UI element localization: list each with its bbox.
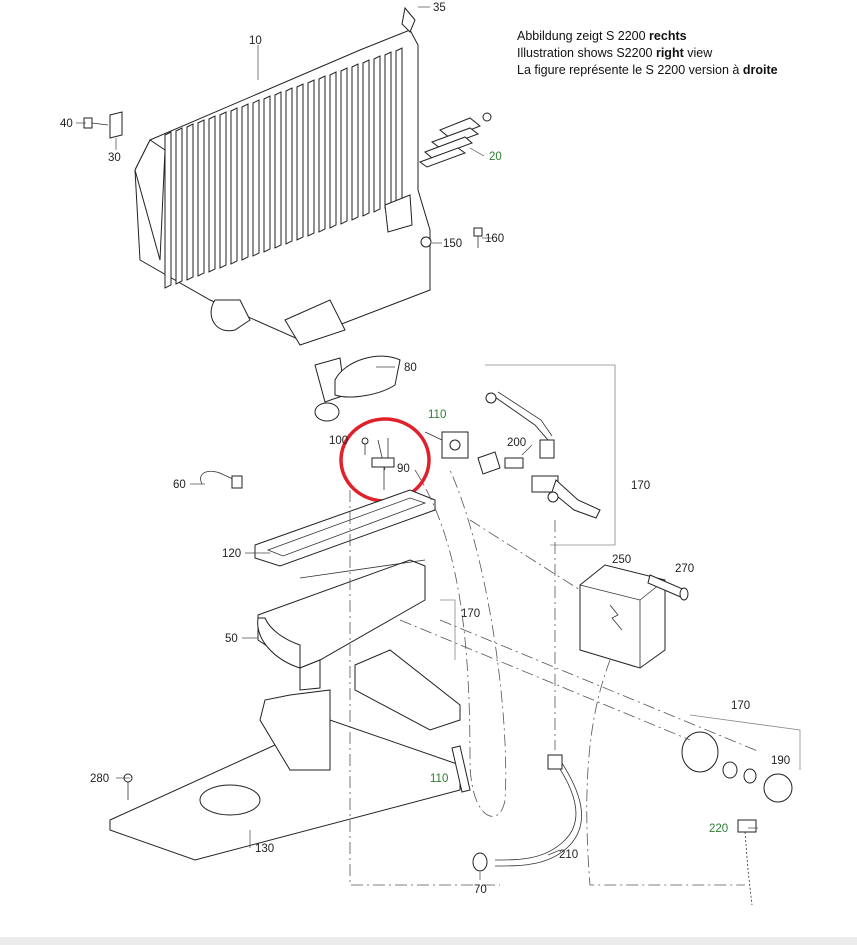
- label-110-lower: 110: [430, 773, 448, 785]
- cooling-fin: [384, 51, 392, 209]
- screw-part-160: [473, 227, 483, 248]
- cooling-fin: [373, 55, 381, 213]
- nut-part-150: [420, 236, 432, 248]
- label-170-upper: 170: [631, 480, 650, 492]
- label-280: 280: [90, 773, 109, 785]
- cooling-fin: [197, 119, 205, 277]
- label-190: 190: [771, 755, 790, 767]
- cooling-fin: [175, 127, 183, 285]
- thermocouple-connector-part-110: [424, 431, 469, 459]
- cooling-fin: [307, 79, 315, 237]
- label-220: 220: [709, 823, 728, 835]
- cooling-fin: [164, 131, 172, 289]
- cooling-fin: [252, 99, 260, 257]
- routing-line-6: [469, 519, 581, 591]
- cooling-fin: [296, 83, 304, 241]
- cooling-fin: [263, 95, 271, 253]
- ignition-electrode-part-90: [371, 438, 395, 490]
- gas-pipe-part-210: [494, 754, 582, 867]
- cooling-fin: [329, 71, 337, 229]
- label-110-upper: 110: [428, 409, 446, 421]
- illustration-caption: Abbildung zeigt S 2200 rechts Illustrati…: [517, 28, 778, 79]
- cooling-fin: [274, 91, 282, 249]
- label-120: 120: [222, 548, 241, 560]
- cooling-fin: [362, 59, 370, 217]
- label-100: 100: [329, 435, 348, 447]
- label-40: 40: [60, 118, 73, 130]
- routing-line-4: [586, 659, 745, 886]
- cooling-fin: [208, 115, 216, 273]
- gasket-set-part-20: [418, 112, 492, 168]
- knob-assembly-part-190: [681, 731, 793, 803]
- label-200: 200: [507, 437, 526, 449]
- label-50: 50: [225, 633, 238, 645]
- caption-line-english: Illustration shows S2200 right view: [517, 46, 713, 60]
- base-plate-part-130: [109, 649, 461, 861]
- screw-part-40: [83, 117, 109, 129]
- label-80: 80: [404, 362, 417, 374]
- battery-part-270: [647, 574, 689, 601]
- cooling-fins: [164, 47, 403, 289]
- part-number-labels: 10 35 40 30 20 150 160 80 110 100 200 90…: [60, 2, 790, 896]
- label-270: 270: [675, 563, 694, 575]
- cooling-fin: [285, 87, 293, 245]
- callout-frame-170-upper: [485, 364, 616, 546]
- label-170-lower: 170: [731, 700, 750, 712]
- label-35: 35: [433, 2, 446, 14]
- cooling-fin: [351, 63, 359, 221]
- label-170-mid: 170: [461, 608, 480, 620]
- heat-exchanger-part-10: [134, 6, 431, 346]
- cooling-fin: [241, 103, 249, 261]
- bottom-scroll-strip: [0, 937, 857, 945]
- bracket-part-30: [109, 111, 123, 139]
- cooling-fin: [219, 111, 227, 269]
- label-30: 30: [108, 152, 121, 164]
- caption-line-french: La figure représente le S 2200 version à…: [517, 63, 778, 77]
- label-70: 70: [474, 884, 487, 896]
- nut-part-70: [472, 852, 488, 872]
- leader-lines: [76, 6, 758, 880]
- magnet-valve-part-200: [477, 451, 524, 475]
- cooling-fin: [186, 123, 194, 281]
- callout-frame-170-mid: [440, 599, 456, 660]
- label-10: 10: [249, 35, 262, 47]
- routing-line-5: [439, 619, 761, 753]
- combustion-chamber-part-50: [257, 559, 426, 691]
- label-210: 210: [559, 849, 578, 861]
- cooling-fin: [340, 67, 348, 225]
- label-90: 90: [397, 463, 410, 475]
- routing-line-2: [349, 490, 500, 886]
- label-250: 250: [612, 554, 631, 566]
- tube-part-60: [200, 470, 243, 489]
- label-150: 150: [443, 238, 462, 250]
- callout-frame-170-lower: [689, 714, 801, 770]
- routing-line-7: [399, 619, 691, 741]
- label-130: 130: [255, 843, 274, 855]
- routing-line-1: [414, 469, 507, 817]
- screw-part-100: [361, 437, 369, 455]
- cooling-fin: [230, 107, 238, 265]
- cooling-fin: [318, 75, 326, 233]
- cooling-fin: [395, 47, 403, 205]
- micro-switch-part-220: [737, 819, 757, 906]
- label-60: 60: [173, 479, 186, 491]
- label-20: 20: [489, 151, 502, 163]
- gasket-frame-part-120: [254, 489, 436, 567]
- thermocouple-part-110-lower: [451, 745, 471, 793]
- gas-pipe-assembly: [485, 391, 601, 519]
- burner-tube-part-80: [314, 355, 401, 422]
- caption-line-german: Abbildung zeigt S 2200 rechts: [517, 29, 687, 43]
- label-160: 160: [485, 233, 504, 245]
